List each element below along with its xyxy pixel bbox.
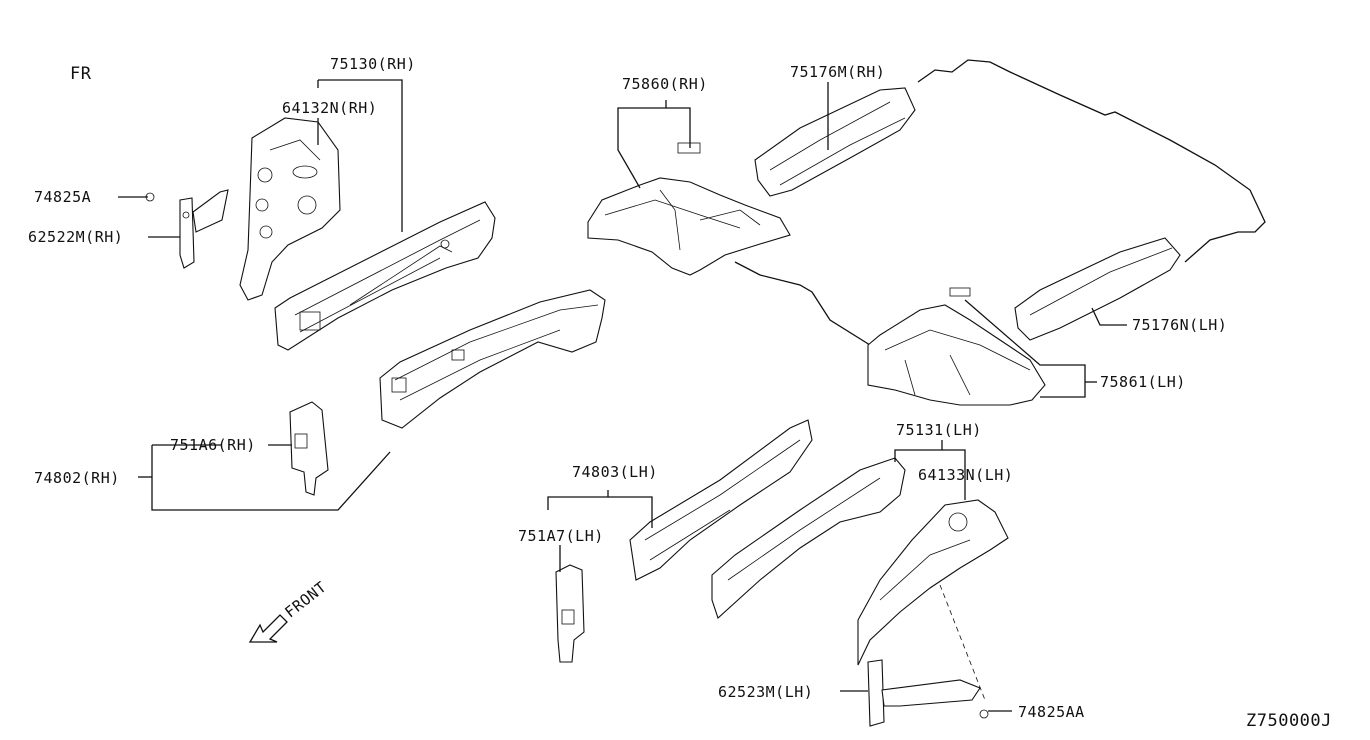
part-label-64132n[interactable]: 64132N(RH)	[282, 99, 378, 117]
floor-outline-lower	[734, 261, 871, 346]
part-label-75176m[interactable]: 75176M(RH)	[790, 63, 886, 81]
part-label-74825aa[interactable]: 74825AA	[1018, 703, 1085, 721]
part-label-74825a[interactable]: 74825A	[34, 188, 92, 206]
diagram-code: Z750000J	[1246, 711, 1332, 731]
part-label-64133n[interactable]: 64133N(LH)	[918, 466, 1014, 484]
part-label-74803[interactable]: 74803(LH)	[572, 463, 658, 481]
member-75860-rh	[587, 142, 791, 276]
part-label-75130[interactable]: 75130(RH)	[330, 55, 416, 73]
strut-housing-lh	[857, 499, 1009, 666]
front-member-extension-rh	[379, 289, 606, 429]
member-74803-lh	[629, 419, 813, 581]
closing-plate-lh	[555, 564, 585, 663]
part-label-74802[interactable]: 74802(RH)	[34, 469, 120, 487]
part-label-751a7[interactable]: 751A7(LH)	[518, 527, 604, 545]
part-label-62522m[interactable]: 62522M(RH)	[28, 228, 124, 246]
part-label-75861[interactable]: 75861(LH)	[1100, 373, 1186, 391]
floor-outline	[917, 59, 1266, 263]
region-label: FR	[70, 64, 92, 84]
closing-plate-rh	[289, 401, 329, 496]
member-75176n-lh	[1014, 237, 1181, 341]
side-member-75131-lh	[711, 457, 906, 619]
part-label-62523m[interactable]: 62523M(LH)	[718, 683, 814, 701]
leader-lines	[118, 79, 1127, 712]
front-side-member-rh	[274, 201, 496, 351]
member-75176m-rh	[754, 87, 916, 197]
bracket-rh	[145, 189, 229, 269]
bracket-lh	[867, 584, 989, 727]
part-label-75131[interactable]: 75131(LH)	[896, 421, 982, 439]
part-label-75176n[interactable]: 75176N(LH)	[1132, 316, 1228, 334]
front-arrow-icon	[248, 614, 288, 643]
member-75861-lh	[867, 287, 1046, 406]
part-label-751a6[interactable]: 751A6(RH)	[170, 436, 256, 454]
part-label-75860[interactable]: 75860(RH)	[622, 75, 708, 93]
strut-housing-rh	[239, 117, 341, 301]
